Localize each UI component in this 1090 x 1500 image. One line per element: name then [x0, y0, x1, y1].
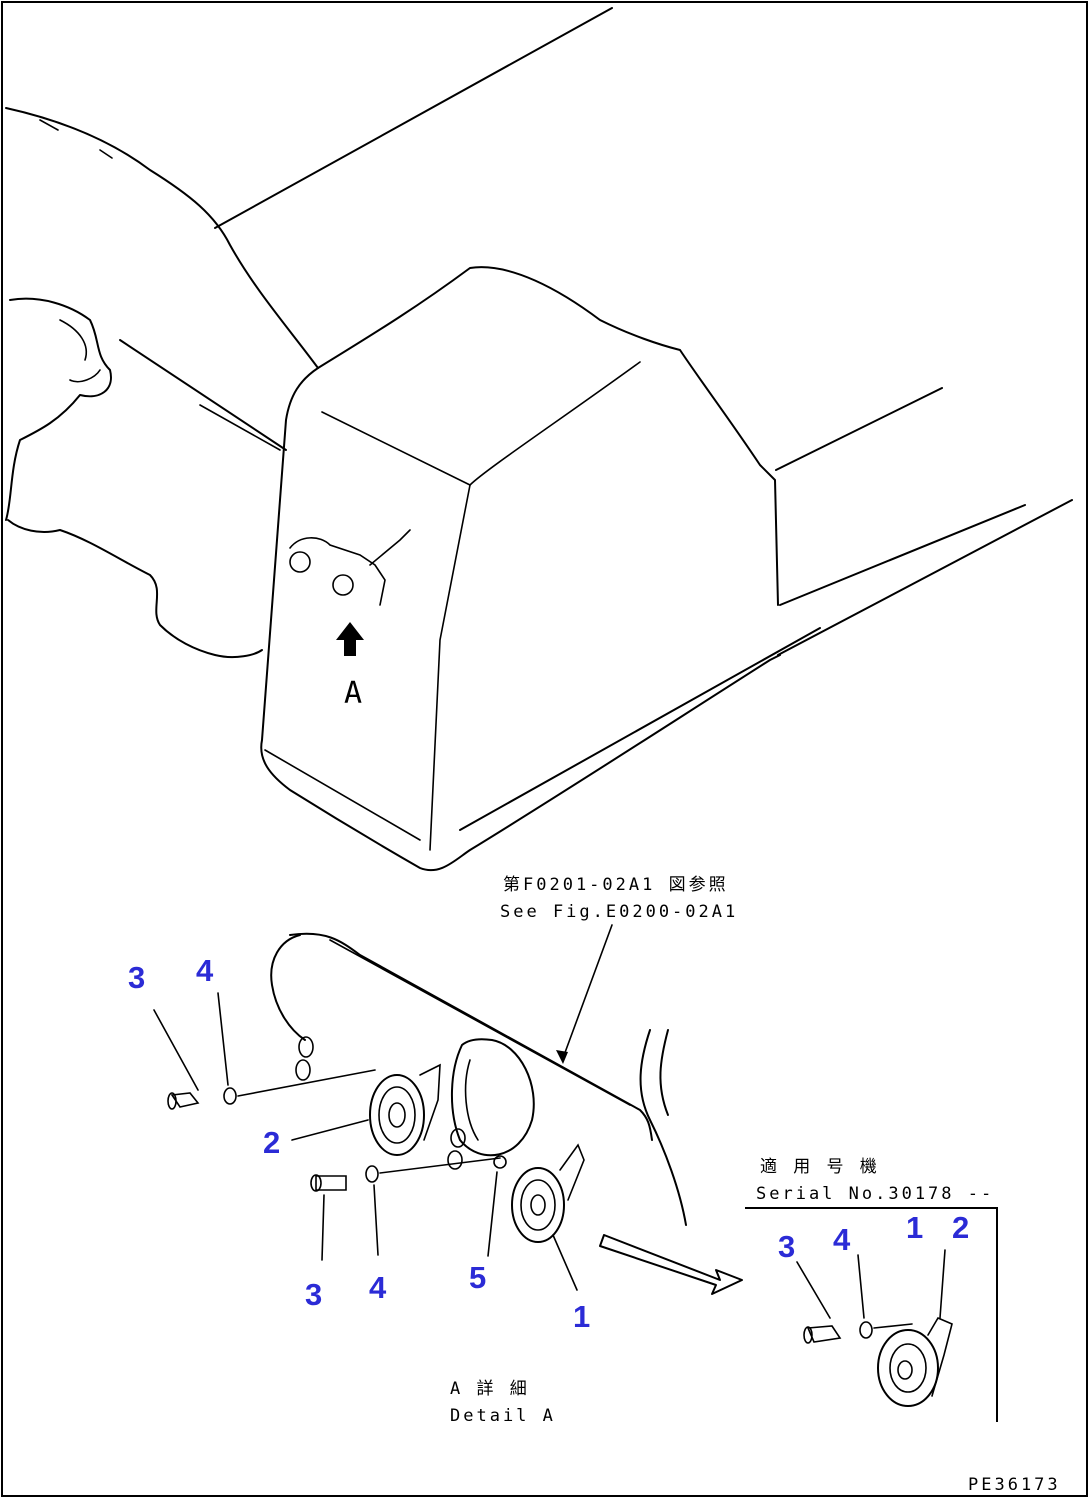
serial-inset-frame [745, 1207, 998, 1422]
horn-2-icon [369, 1063, 441, 1156]
inset-callout-1: 1 [906, 1210, 923, 1245]
callout-4: 4 [369, 1270, 387, 1305]
detail-a-illustration [153, 932, 743, 1295]
view-arrow-icon [336, 622, 364, 656]
serial-box-title-en: Serial No.30178 -- [756, 1184, 994, 1204]
reference-note-jp: 第F0201-02A1 図参照 [503, 875, 729, 895]
detail-arrow-icon [599, 1234, 743, 1295]
callout-5: 5 [469, 1260, 486, 1295]
callout-2: 2 [263, 1125, 280, 1160]
reference-note-en: See Fig.E0200-02A1 [500, 902, 738, 922]
inset-horn-icon [877, 1316, 953, 1407]
detail-label-en: Detail A [450, 1406, 556, 1426]
callout-3: 3 [128, 960, 145, 995]
callout-4: 4 [196, 953, 214, 988]
reference-leader-line [562, 924, 613, 1059]
inset-callout-3: 3 [778, 1229, 795, 1264]
machine-body-illustration: A [5, 7, 1073, 871]
detail-label-jp: A 詳 細 [450, 1379, 530, 1399]
serial-box-title-jp: 適 用 号 機 [760, 1157, 880, 1177]
callout-3: 3 [305, 1277, 322, 1312]
inset-horn-illustration [796, 1249, 953, 1407]
view-arrow-label: A [344, 676, 362, 711]
callout-1: 1 [573, 1299, 590, 1334]
horn-1-icon [511, 1143, 585, 1243]
drawing-id: PE36173 [968, 1475, 1061, 1495]
inset-callout-2: 2 [952, 1210, 969, 1245]
inset-callout-4: 4 [833, 1222, 851, 1257]
